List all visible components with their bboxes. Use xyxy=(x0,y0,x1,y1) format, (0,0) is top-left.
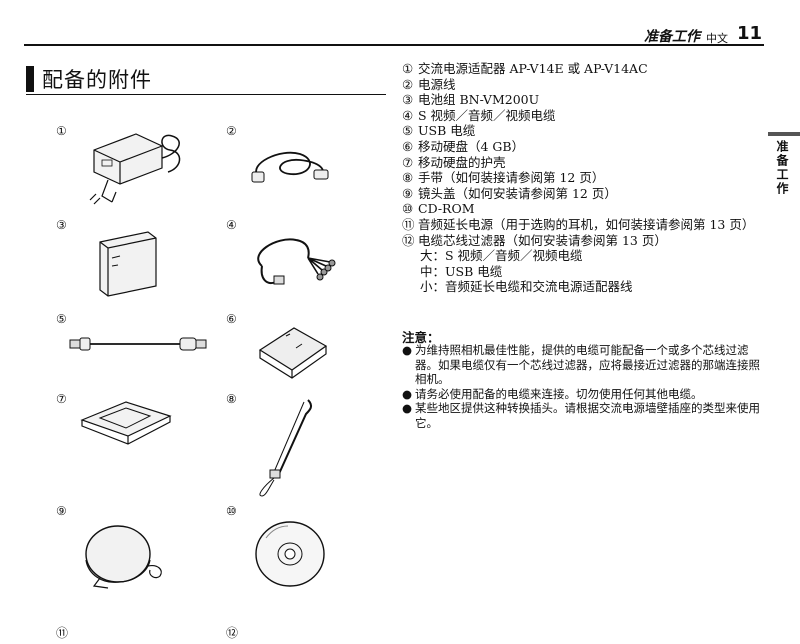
power-cord-illustration xyxy=(250,140,340,190)
item-marker: ① xyxy=(56,124,67,138)
notes-list: ●为维持照相机最佳性能，提供的电缆可能配备一个或多个芯线过滤器。如果电缆仅有一个… xyxy=(402,343,764,430)
item-marker: ⑪ xyxy=(56,626,69,640)
header-chapter-title: 准备工作 xyxy=(644,29,700,45)
item-marker: ⑨ xyxy=(56,504,67,518)
section-title-bar xyxy=(26,66,34,92)
item-marker: ⑦ xyxy=(56,392,67,406)
hard-disk-case-illustration xyxy=(80,398,174,448)
lens-cap-illustration xyxy=(80,520,170,592)
ac-adapter-illustration xyxy=(88,128,192,208)
filter-size-medium: 中：USB 电缆 xyxy=(420,263,503,279)
item-marker: ⑥ xyxy=(226,312,237,326)
section-title: 配备的附件 xyxy=(42,68,152,92)
cd-rom-illustration xyxy=(252,518,328,590)
av-cable-illustration xyxy=(252,230,352,300)
item-marker: ④ xyxy=(226,218,237,232)
filter-size-small: 小：音频延长电缆和交流电源适配器线 xyxy=(420,279,633,295)
item-marker: ⑧ xyxy=(226,392,237,406)
bullet-icon: ● xyxy=(402,386,413,401)
hand-strap-illustration xyxy=(252,396,316,500)
bullet-icon: ● xyxy=(402,343,413,357)
notes-heading: 注意： xyxy=(402,330,440,345)
header-rule xyxy=(24,44,764,46)
filter-size-large: 大：S 视频／音频／视频电缆 xyxy=(420,248,583,264)
item-marker: ⑤ xyxy=(56,312,67,326)
header-language: 中文 xyxy=(706,32,728,45)
item-marker: ⑫ xyxy=(226,626,239,640)
item-marker: ② xyxy=(226,124,237,138)
item-marker: ③ xyxy=(56,218,67,232)
note-item: ●某些地区提供这种转换插头。请根据交流电源墙壁插座的类型来使用它。 xyxy=(402,401,760,430)
item-marker: ⑩ xyxy=(226,504,237,518)
note-item: ●请务必使用配备的电缆来连接。切勿使用任何其他电缆。 xyxy=(402,386,703,401)
usb-cable-illustration xyxy=(68,334,214,354)
hard-disk-illustration xyxy=(256,324,330,382)
side-tab-label: 准备工作 xyxy=(775,140,789,196)
page-number: 11 xyxy=(736,23,762,44)
side-tab-rule xyxy=(768,132,800,136)
bullet-icon: ● xyxy=(402,401,413,415)
section-title-rule xyxy=(26,94,386,95)
battery-pack-illustration xyxy=(96,228,166,300)
note-item: ●为维持照相机最佳性能，提供的电缆可能配备一个或多个芯线过滤器。如果电缆仅有一个… xyxy=(402,343,760,386)
